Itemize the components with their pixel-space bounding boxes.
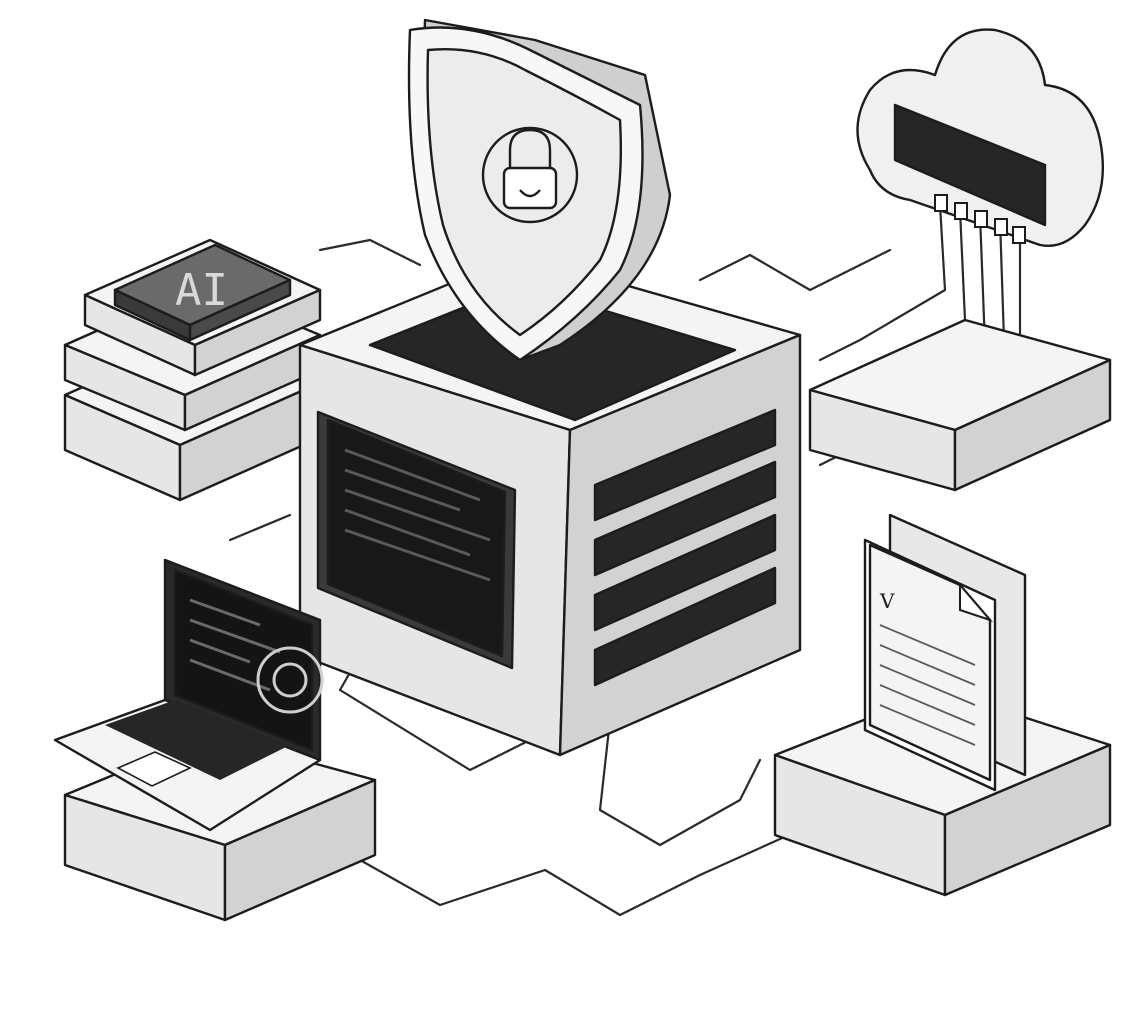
server-cube-icon (298, 253, 802, 757)
server-screen (316, 410, 517, 670)
shield-lock-icon (407, 18, 672, 362)
document-icon: V (863, 513, 1027, 792)
cloud-connectors (934, 194, 1026, 244)
camera-lens-icon (256, 646, 324, 714)
laptop-icon (53, 558, 324, 832)
document-label: V (879, 589, 895, 613)
cloud-icon (856, 28, 1105, 247)
ai-chip-icon: AI (63, 238, 322, 502)
cloud-platform (808, 318, 1112, 492)
server-rack-slots (593, 408, 777, 687)
lock-icon (481, 126, 579, 224)
ai-chip-label: AI (175, 265, 228, 316)
